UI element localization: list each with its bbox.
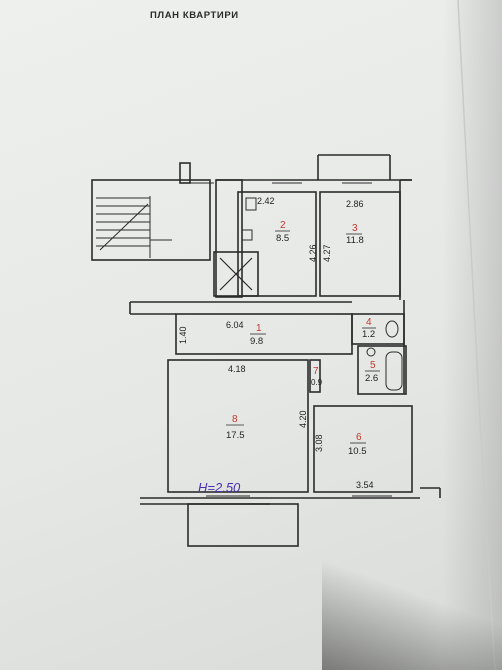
sink-icon (366, 347, 376, 357)
dim-4-26: 4.26 (308, 244, 318, 262)
plan-title: ПЛАН КВАРТИРИ (150, 10, 239, 21)
room-6-outline (313, 405, 413, 493)
dim-3-08: 3.08 (314, 434, 324, 452)
dim-2-42: 2.42 (257, 196, 275, 206)
table-shadow-corner (322, 550, 502, 670)
walls (91, 154, 441, 547)
dim-1-40: 1.40 (178, 326, 188, 344)
ceiling-height: H=2.50 (198, 480, 241, 495)
dim-4-20: 4.20 (298, 410, 308, 428)
room-6-number: 6 (356, 432, 362, 443)
fixtures (241, 197, 403, 391)
bathtub-icon (385, 351, 403, 391)
dim-6-04: 6.04 (226, 320, 244, 330)
dim-4-27: 4.27 (322, 244, 332, 262)
room-7-number: 7 (313, 366, 319, 377)
room-4-number: 4 (366, 317, 372, 328)
room-8-area: 17.5 (226, 430, 245, 441)
room-3-area: 11.8 (346, 235, 364, 246)
toilet-icon (385, 320, 399, 338)
room-2-number: 2 (280, 220, 286, 231)
elevator-shaft (213, 251, 259, 297)
room-5-outline (357, 345, 407, 395)
room-1-number: 1 (256, 323, 262, 334)
room-6-area: 10.5 (348, 446, 367, 457)
room-5-number: 5 (370, 360, 376, 371)
dim-4-18: 4.18 (228, 364, 246, 374)
room-7-outline (309, 359, 321, 393)
stair-chimney (179, 162, 191, 184)
room-4-area: 1.2 (362, 329, 375, 340)
dim-3-54: 3.54 (356, 480, 374, 490)
room-8-number: 8 (232, 414, 238, 425)
page-fold-line (457, 0, 496, 670)
room-1-area: 9.8 (250, 336, 263, 347)
dim-2-86: 2.86 (346, 199, 364, 209)
stairwell-outline (91, 179, 211, 261)
room-2-outline (237, 191, 317, 297)
stair-treads (96, 196, 172, 258)
room-2-area: 8.5 (276, 233, 289, 244)
room-3-number: 3 (352, 223, 358, 234)
room-5-area: 2.6 (365, 373, 378, 384)
elevator-cross (219, 257, 253, 291)
room-8-outline (167, 359, 309, 493)
windows (190, 182, 392, 497)
balcony-bottom (187, 503, 299, 547)
room-3-outline (319, 191, 401, 297)
room-4-outline (351, 313, 405, 345)
room-7-area: 0.9 (311, 378, 323, 387)
number-underlines (226, 230, 380, 444)
